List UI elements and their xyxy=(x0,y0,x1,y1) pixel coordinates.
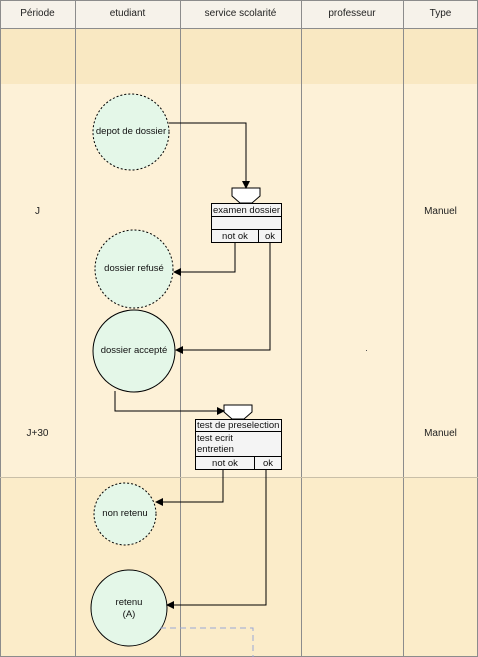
operation-test-output-ok: ok xyxy=(262,458,274,469)
arrow-ok-to-accepte xyxy=(175,242,271,354)
operation-test-output-notok: not ok xyxy=(212,458,238,469)
operation-test-shape xyxy=(195,404,282,470)
state-depot-circle xyxy=(92,93,170,171)
column-header-etudiant: etudiant xyxy=(109,8,146,19)
operation-examen-title: examen dossier xyxy=(213,205,281,216)
state-non-retenu-circle xyxy=(93,482,157,546)
state-refuse-label: dossier refusé xyxy=(104,263,164,274)
column-header-service: service scolarité xyxy=(204,8,277,19)
arrow-notok-to-refuse xyxy=(173,242,236,276)
state-retenu-label: retenu (A) xyxy=(91,597,167,621)
professeur-dot xyxy=(366,350,367,351)
column-header-type: Type xyxy=(429,8,452,19)
operation-test-task-2: entretien xyxy=(197,444,234,455)
band-bottom xyxy=(0,477,478,657)
period-label-j: J xyxy=(35,206,40,217)
connectors xyxy=(114,122,271,609)
state-accepte-label: dossier accepté xyxy=(100,345,168,356)
operation-examen-shape xyxy=(211,187,282,243)
arrow-accepte-to-test xyxy=(114,391,225,415)
arrow-depot-to-examen xyxy=(169,122,250,189)
state-circles xyxy=(90,93,176,647)
operation-test-task-1: test ecrit xyxy=(197,433,233,444)
band-top xyxy=(0,28,478,84)
arrow-ok-to-retenu xyxy=(166,469,267,609)
type-label-j: Manuel xyxy=(424,206,457,217)
state-non-retenu-label: non retenu xyxy=(102,508,148,519)
dashed-continuation xyxy=(160,627,254,657)
operation-examen-output-ok: ok xyxy=(264,231,276,242)
arrow-notok-to-non-retenu xyxy=(155,469,224,506)
state-depot-label: depot de dossier xyxy=(95,126,167,137)
operation-examen-output-notok: not ok xyxy=(222,231,248,242)
period-label-j30: J+30 xyxy=(26,428,49,439)
type-label-j30: Manuel xyxy=(424,428,457,439)
column-header-periode: Période xyxy=(20,8,55,19)
state-retenu-line1: retenu xyxy=(115,597,143,608)
column-header-professeur: professeur xyxy=(328,8,376,19)
state-retenu-line2: (A) xyxy=(122,609,136,620)
header-bg xyxy=(0,0,478,28)
operation-test-title: test de preselection xyxy=(197,420,280,431)
